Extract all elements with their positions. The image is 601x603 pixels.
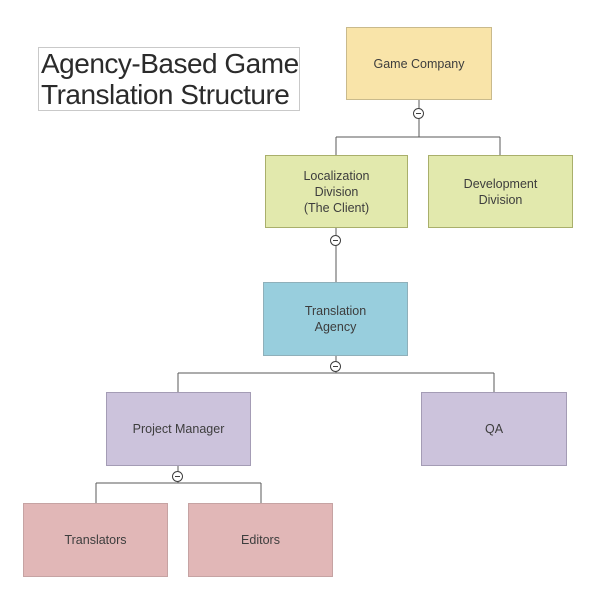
diagram-title: Agency-Based Game Translation Structure <box>38 47 300 111</box>
node-game-company[interactable]: Game Company <box>346 27 492 100</box>
node-project-manager[interactable]: Project Manager <box>106 392 251 466</box>
node-development-division[interactable]: Development Division <box>428 155 573 228</box>
node-editors[interactable]: Editors <box>188 503 333 577</box>
minus-icon <box>416 113 421 114</box>
minus-icon <box>175 476 180 477</box>
collapse-button-project-manager[interactable] <box>172 471 183 482</box>
collapse-button-game-company[interactable] <box>413 108 424 119</box>
node-qa[interactable]: QA <box>421 392 567 466</box>
node-translators[interactable]: Translators <box>23 503 168 577</box>
minus-icon <box>333 366 338 367</box>
node-localization-division[interactable]: Localization Division (The Client) <box>265 155 408 228</box>
node-translation-agency[interactable]: Translation Agency <box>263 282 408 356</box>
collapse-button-localization-division[interactable] <box>330 235 341 246</box>
minus-icon <box>333 240 338 241</box>
collapse-button-translation-agency[interactable] <box>330 361 341 372</box>
